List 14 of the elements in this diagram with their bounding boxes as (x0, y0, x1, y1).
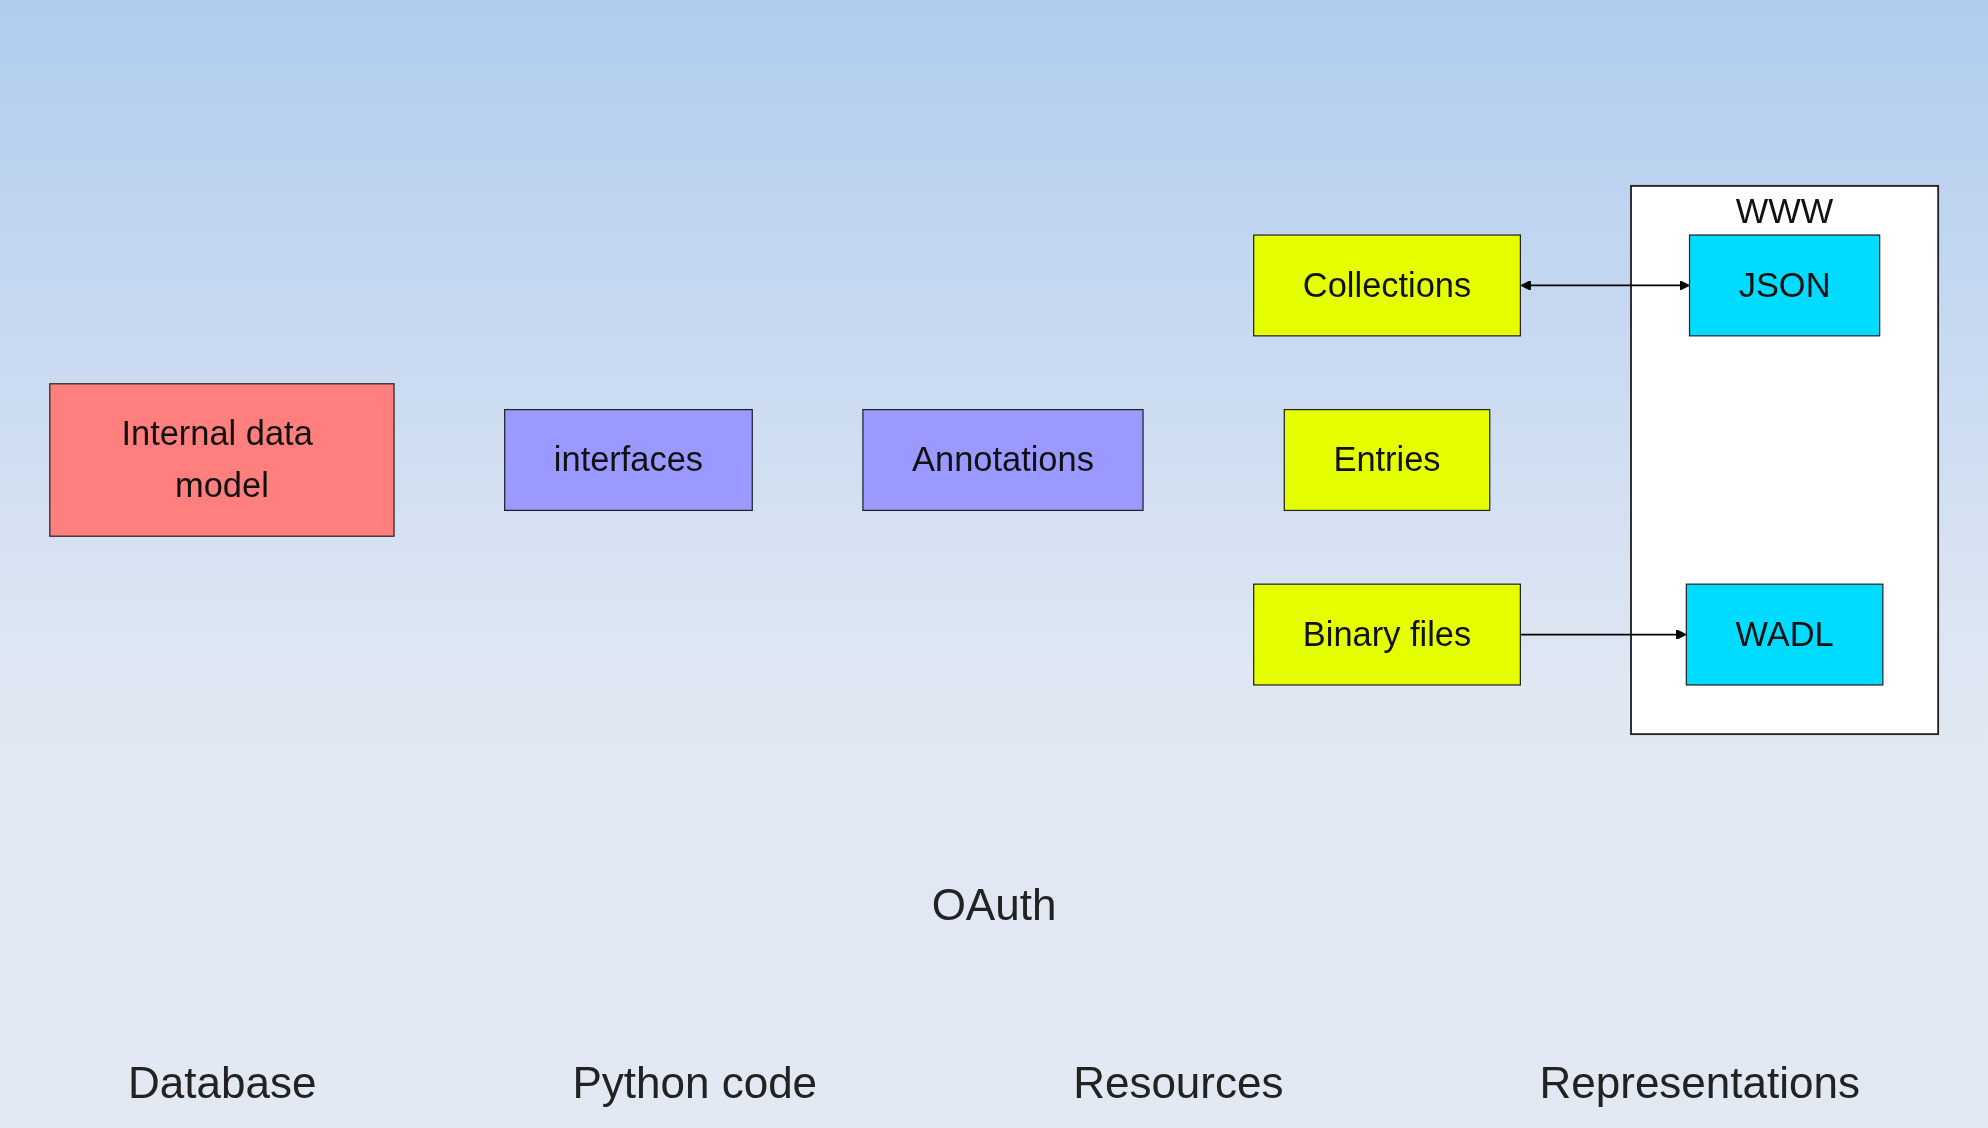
layer-label: Database (128, 1058, 317, 1108)
node-box: Annotations (862, 409, 1144, 511)
node-box: JSON (1688, 234, 1881, 337)
layer-label: Representations (1539, 1058, 1860, 1108)
arrow (1520, 280, 1690, 291)
layer-label: Resources (1073, 1058, 1284, 1108)
layer-label: Python code (572, 1058, 818, 1108)
node-box: WADL (1685, 583, 1884, 686)
node-box: Entries (1283, 409, 1491, 511)
protocol-label: OAuth (931, 880, 1057, 929)
node-box: Binary files (1253, 583, 1521, 686)
node-box: Collections (1253, 234, 1521, 337)
node-box: interfaces (504, 409, 753, 511)
node-box: Internal data model (49, 383, 395, 537)
